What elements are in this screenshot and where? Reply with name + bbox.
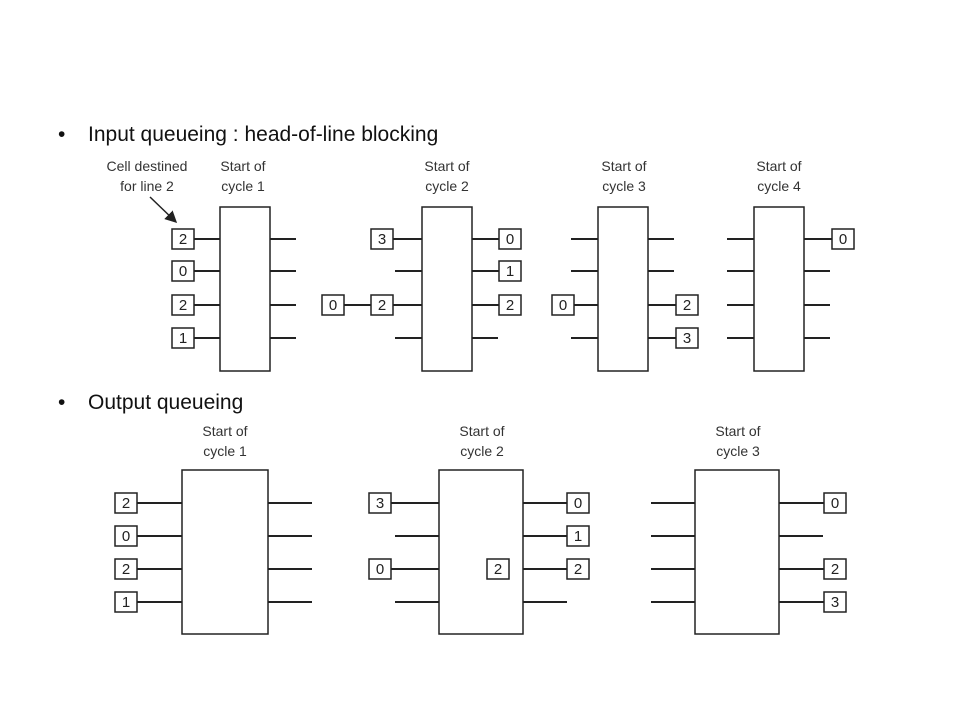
cycle-label: cycle 1: [221, 178, 265, 194]
cycle-label: Start of: [601, 158, 646, 174]
input-cell-value: 0: [179, 263, 187, 280]
output-cell-box: [823, 591, 847, 613]
cycle-label: Start of: [715, 423, 760, 439]
output-cell-value: 0: [839, 231, 847, 248]
input-cell-value: 1: [122, 594, 130, 611]
input-cell-value: 2: [122, 495, 130, 512]
bullet-marker: •: [58, 391, 66, 414]
output-cell-value: 3: [831, 594, 839, 611]
cycle-label: Start of: [220, 158, 265, 174]
input-cell-value: 2: [179, 297, 187, 314]
switch-fabric: [181, 469, 269, 635]
annotation-arrow: [149, 196, 178, 224]
output-cell-box: [566, 558, 590, 580]
switch-fabric: [421, 206, 473, 372]
cycle-label: cycle 2: [460, 443, 504, 459]
output-cell-value: 0: [506, 231, 514, 248]
output-cell-value: 0: [574, 495, 582, 512]
output-cell-value: 2: [506, 297, 514, 314]
queued-cell-value: 0: [559, 297, 567, 314]
queued-cell-value: 0: [329, 297, 337, 314]
input-cell-value: 1: [179, 330, 187, 347]
cycle-label: cycle 3: [602, 178, 646, 194]
switch-fabric: [753, 206, 805, 372]
annotation-label: for line 2: [120, 178, 174, 194]
output-cell-value: 1: [574, 528, 582, 545]
output-cell-box: [498, 294, 522, 316]
output-cell-box: [823, 558, 847, 580]
cycle-label: Start of: [459, 423, 504, 439]
input-cell-value: 0: [122, 528, 130, 545]
output-cell-value: 1: [506, 263, 514, 280]
cycle-label: Start of: [424, 158, 469, 174]
input-cell-value: 2: [179, 231, 187, 248]
output-cell-box: [498, 228, 522, 250]
output-cell-box: [823, 492, 847, 514]
input-cell-value: 2: [378, 297, 386, 314]
output-cell-value: 0: [831, 495, 839, 512]
output-cell-value: 3: [683, 330, 691, 347]
input-cell-value: 2: [122, 561, 130, 578]
switch-fabric: [438, 469, 524, 635]
cycle-label: cycle 2: [425, 178, 469, 194]
output-cell-value: 2: [683, 297, 691, 314]
bullet-input-queueing: • Input queueing : head-of-line blocking: [58, 123, 438, 147]
input-cell-value: 3: [376, 495, 384, 512]
switch-fabric: [597, 206, 649, 372]
cycle-label: Start of: [756, 158, 801, 174]
cycle-label: cycle 4: [757, 178, 801, 194]
output-cell-box: [498, 260, 522, 282]
output-cell-box: [566, 492, 590, 514]
input-cell-value: 0: [376, 561, 384, 578]
switch-fabric: [694, 469, 780, 635]
bullet-marker: •: [58, 123, 66, 146]
buffered-output-cell-value: 2: [494, 561, 502, 578]
output-cell-value: 2: [574, 561, 582, 578]
bullet-output-queueing: • Output queueing: [58, 391, 243, 415]
bullet-text: Output queueing: [88, 391, 244, 414]
bullet-text: Input queueing : head-of-line blocking: [88, 123, 439, 146]
output-cell-box: [831, 228, 855, 250]
switch-fabric: [219, 206, 271, 372]
annotation-label: Cell destined: [107, 158, 188, 174]
output-cell-box: [675, 327, 699, 349]
input-cell-value: 3: [378, 231, 386, 248]
cycle-label: cycle 1: [203, 443, 247, 459]
output-cell-value: 2: [831, 561, 839, 578]
output-cell-box: [675, 294, 699, 316]
queued-cell-box: [551, 294, 575, 316]
cycle-label: Start of: [202, 423, 247, 439]
buffered-output-cell-box: [486, 558, 510, 580]
cycle-label: cycle 3: [716, 443, 760, 459]
output-cell-box: [566, 525, 590, 547]
